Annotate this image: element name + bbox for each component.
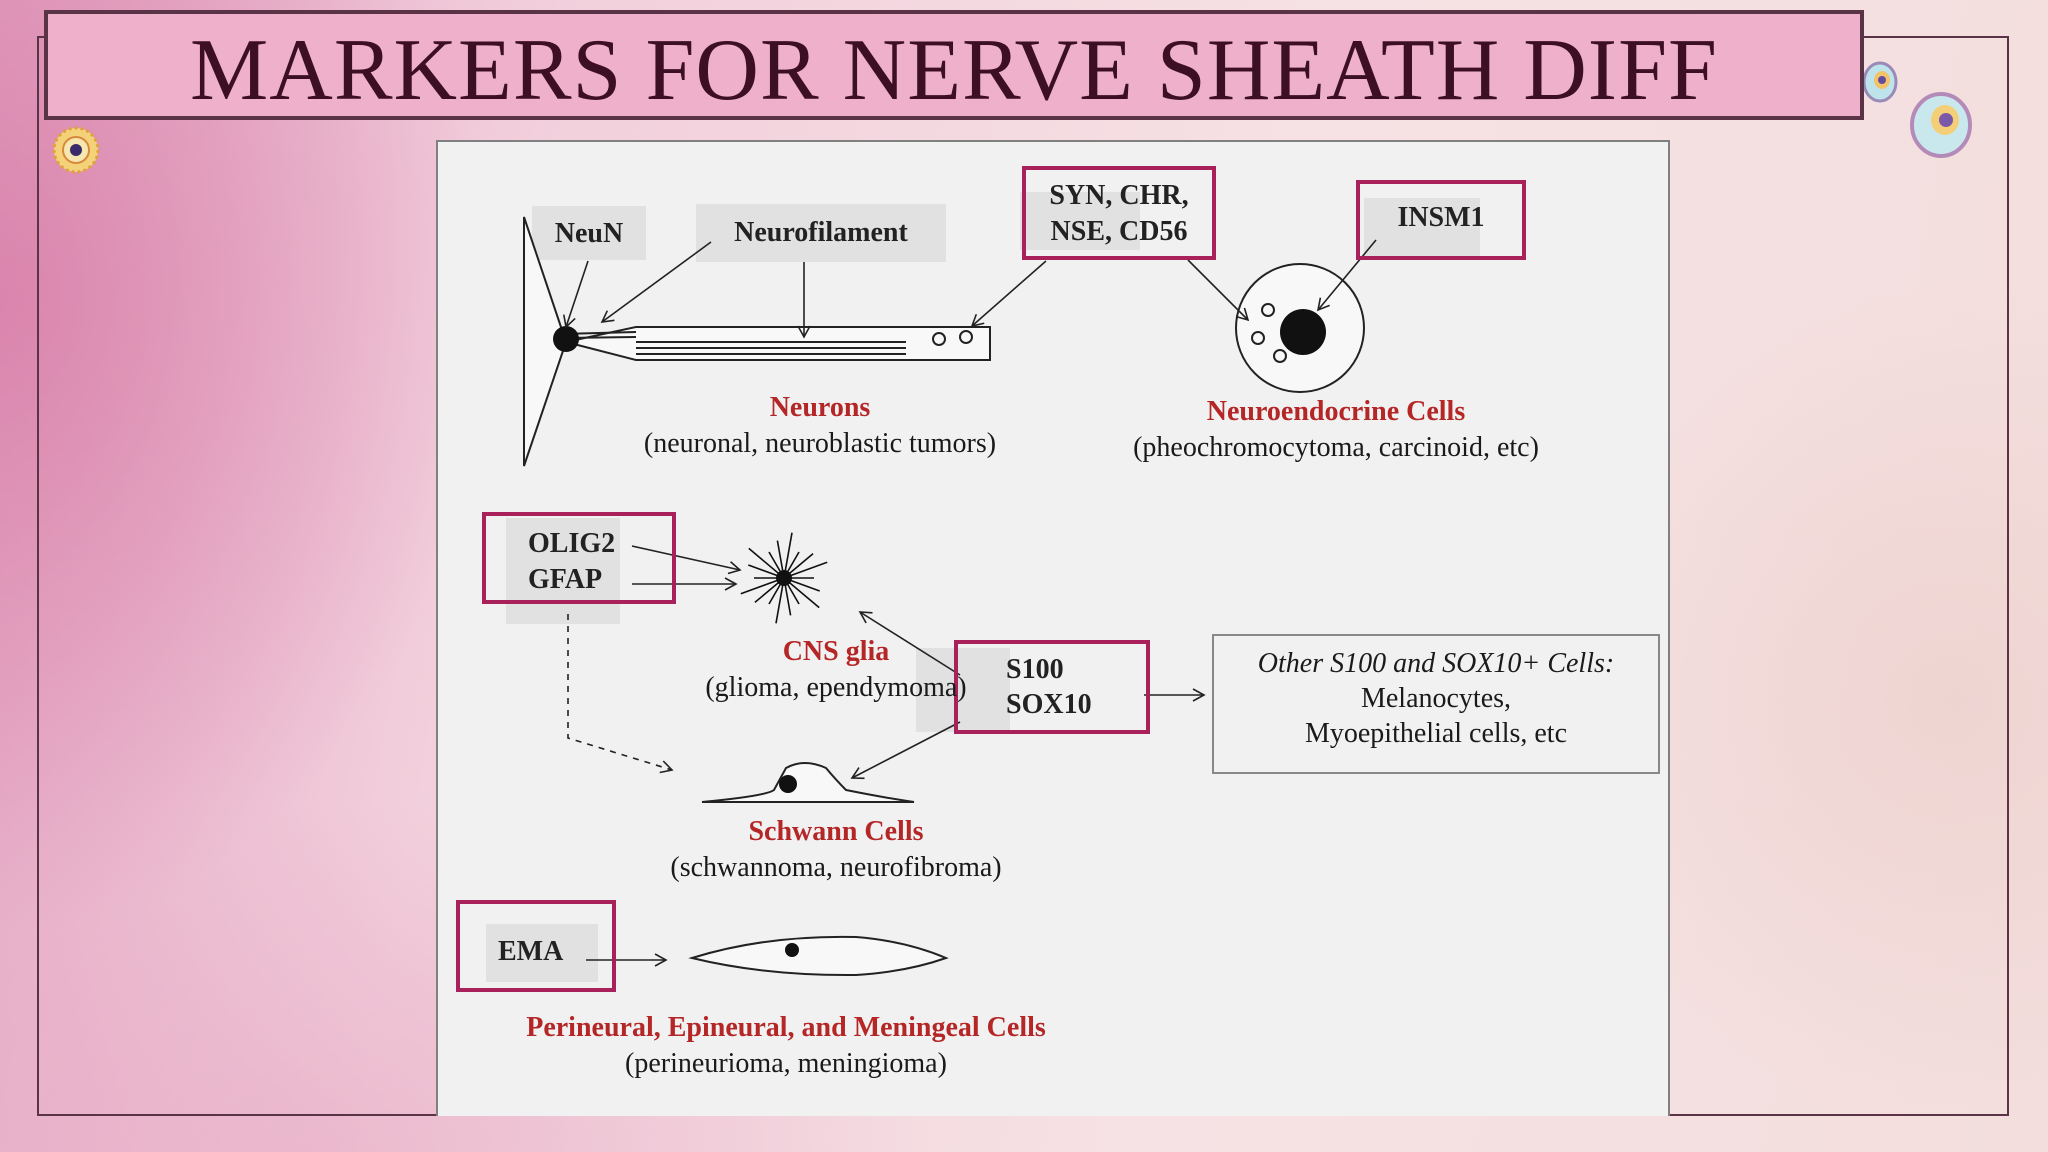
marker-sox10: SOX10 — [1006, 689, 1092, 720]
insm1-highlight — [1356, 180, 1526, 260]
marker-ema: EMA — [498, 936, 564, 967]
marker-insm1: INSM1 — [1397, 202, 1485, 233]
ema-box — [486, 924, 598, 982]
ema-highlight — [456, 900, 616, 992]
other-cells-heading: Other S100 and SOX10+ Cells: — [1257, 648, 1615, 679]
tumors-cns-glia: (glioma, ependymoma) — [705, 672, 967, 703]
olig2-box — [506, 518, 620, 624]
syn-box — [1020, 192, 1140, 250]
s100-highlight — [954, 640, 1150, 734]
tumors-schwann: (schwannoma, neurofibroma) — [670, 852, 1002, 883]
s100-box — [916, 648, 1010, 732]
other-cells-melanocytes: Melanocytes, — [1360, 683, 1512, 714]
neurofilament-box — [696, 204, 946, 262]
marker-s100: S100 — [1006, 654, 1064, 685]
other-cells-myoepithelial: Myoepithelial cells, etc — [1304, 718, 1568, 749]
diagram-drawing — [523, 216, 1377, 977]
marker-neun: NeuN — [554, 218, 624, 249]
marker-gfap: GFAP — [528, 564, 603, 595]
tumors-neurons: (neuronal, neuroblastic tumors) — [643, 428, 997, 459]
tumors-neuroendocrine: (pheochromocytoma, carcinoid, etc) — [1133, 432, 1539, 463]
neun-box — [532, 206, 646, 260]
marker-olig2: OLIG2 — [528, 528, 616, 559]
olig2-highlight — [482, 512, 676, 604]
title-bar: MARKERS FOR NERVE SHEATH DIFF — [44, 10, 1864, 120]
cell-name-neuroendocrine: Neuroendocrine Cells — [1206, 396, 1466, 427]
marker-neurofilament: Neurofilament — [734, 217, 908, 248]
tumors-perineural: (perineurioma, meningioma) — [625, 1048, 947, 1079]
cell-name-perineural: Perineural, Epineural, and Meningeal Cel… — [526, 1012, 1046, 1043]
cell-name-neurons: Neurons — [769, 392, 871, 423]
insm1-box — [1364, 198, 1480, 256]
cell-name-schwann: Schwann Cells — [748, 816, 924, 847]
syn-highlight — [1022, 166, 1216, 260]
marker-diagram: NeuN Neurofilament SYN, CHR, NSE, CD56 I… — [436, 140, 1670, 1116]
marker-syn-chr: SYN, CHR, — [1049, 180, 1189, 211]
cell-ornament-icon — [1862, 61, 1898, 103]
cell-name-cns-glia: CNS glia — [782, 636, 890, 667]
cell-ornament-icon — [1910, 92, 1972, 158]
other-s100-sox10-cells-box: Other S100 and SOX10+ Cells: Melanocytes… — [1212, 634, 1660, 774]
diagram-panel — [436, 140, 1670, 1116]
cell-ornament-icon — [52, 126, 100, 174]
slide-title: MARKERS FOR NERVE SHEATH DIFF — [190, 22, 1718, 119]
marker-nse-cd56: NSE, CD56 — [1050, 216, 1188, 247]
